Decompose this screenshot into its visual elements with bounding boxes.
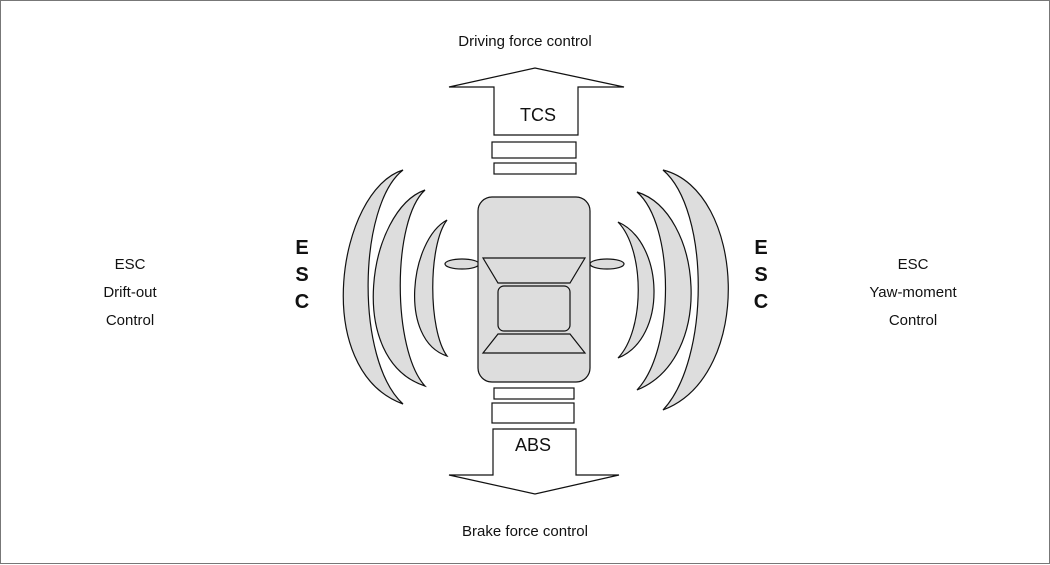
right-wave-inner <box>617 221 655 359</box>
esc-left-letter-e: E <box>295 237 309 259</box>
esc-right-letter-c: C <box>753 291 769 313</box>
left-wave-outer <box>342 169 404 405</box>
esc-drift-out-label: ESC Drift-out Control <box>50 251 210 335</box>
esc-vertical-left: E S C <box>287 235 317 316</box>
esc-vertical-right: E S C <box>746 235 776 316</box>
top-bar-lower <box>493 162 577 175</box>
right-wave-outer <box>662 169 729 411</box>
driving-force-arrow <box>448 67 625 136</box>
esc-drift-out-line-1: ESC <box>114 256 146 273</box>
left-mirror <box>444 258 480 270</box>
left-wave-inner <box>414 219 449 358</box>
esc-right-letter-e: E <box>754 237 768 259</box>
car-rear-window <box>481 333 587 354</box>
esc-drift-out-line-2: Drift-out <box>103 284 157 301</box>
tcs-label: TCS <box>520 105 556 125</box>
esc-yaw-moment-line-2: Yaw-moment <box>869 284 957 301</box>
esc-right-letter-s: S <box>754 264 768 286</box>
esc-drift-out-line-3: Control <box>105 312 155 329</box>
bottom-bar-lower <box>491 402 575 424</box>
right-mirror <box>589 258 625 270</box>
car-windshield <box>481 257 587 284</box>
abs-label: ABS <box>514 435 552 455</box>
esc-left-letter-c: C <box>294 291 310 313</box>
brake-force-caption: Brake force control <box>462 523 588 540</box>
right-wave-middle <box>636 191 692 391</box>
brake-force-arrow <box>448 428 620 495</box>
esc-yaw-moment-line-3: Control <box>888 312 938 329</box>
esc-left-letter-s: S <box>295 264 309 286</box>
left-wave-middle <box>372 189 427 388</box>
bottom-bar-upper <box>493 387 575 400</box>
esc-yaw-moment-line-1: ESC <box>897 256 929 273</box>
top-bar-upper <box>491 141 577 159</box>
driving-force-caption: Driving force control <box>458 33 592 50</box>
car-roof <box>497 285 571 332</box>
esc-yaw-moment-label: ESC Yaw-moment Control <box>833 251 993 335</box>
